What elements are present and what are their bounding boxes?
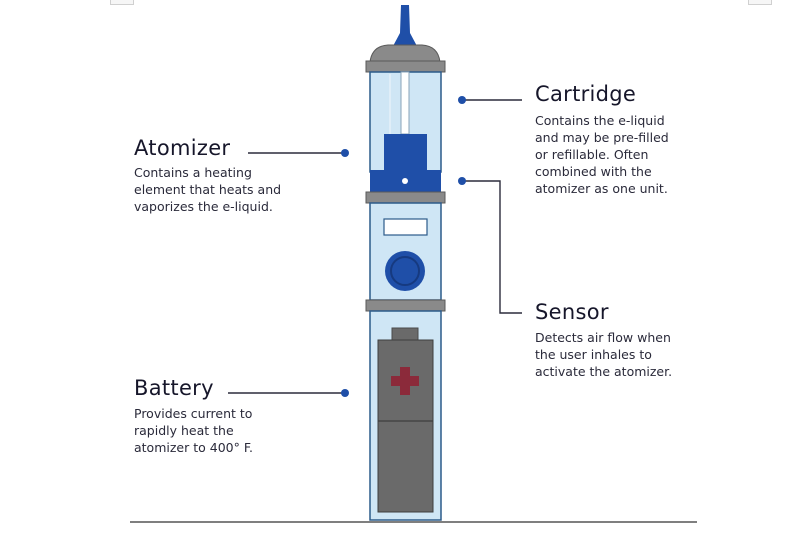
cartridge-label: Cartridge Contains the e-liquid and may … bbox=[535, 82, 669, 197]
atomizer-label: Atomizer Contains a heating element that… bbox=[134, 136, 281, 215]
window-corner-right bbox=[748, 0, 772, 5]
leader-battery bbox=[228, 389, 349, 397]
battery-plus-icon bbox=[391, 367, 419, 395]
battery-label: Battery Provides current to rapidly heat… bbox=[134, 376, 253, 456]
connector-ring-upper bbox=[365, 191, 446, 204]
leader-cartridge bbox=[458, 96, 522, 104]
cartridge-description: Contains the e-liquid and may be pre-fil… bbox=[535, 113, 669, 196]
sensor-description: Detects air flow when the user inhales t… bbox=[535, 330, 673, 379]
indicator-window bbox=[383, 218, 428, 236]
battery-description: Provides current to rapidly heat the ato… bbox=[134, 406, 253, 455]
sensor-title: Sensor bbox=[535, 300, 609, 324]
cartridge-title: Cartridge bbox=[535, 82, 637, 106]
atomizer-description: Contains a heating element that heats an… bbox=[134, 165, 282, 214]
atomizer-coil-block bbox=[384, 134, 427, 171]
battery-terminal bbox=[391, 327, 419, 341]
window-corner-left bbox=[110, 0, 134, 5]
mouthpiece-ring bbox=[365, 60, 446, 73]
battery-cell bbox=[377, 339, 434, 513]
mouthpiece-tip bbox=[392, 5, 418, 48]
atomizer-air-hole bbox=[402, 178, 408, 184]
mouthpiece-cap bbox=[369, 44, 441, 63]
atomizer-title: Atomizer bbox=[134, 136, 231, 160]
battery-title: Battery bbox=[134, 376, 214, 400]
leader-atomizer bbox=[248, 149, 349, 157]
sensor-label: Sensor Detects air flow when the user in… bbox=[535, 300, 672, 380]
sensor-button-inner bbox=[390, 256, 420, 286]
connector-ring-lower bbox=[365, 299, 446, 312]
leader-sensor bbox=[458, 177, 522, 314]
cartridge-center-tube bbox=[400, 71, 410, 135]
